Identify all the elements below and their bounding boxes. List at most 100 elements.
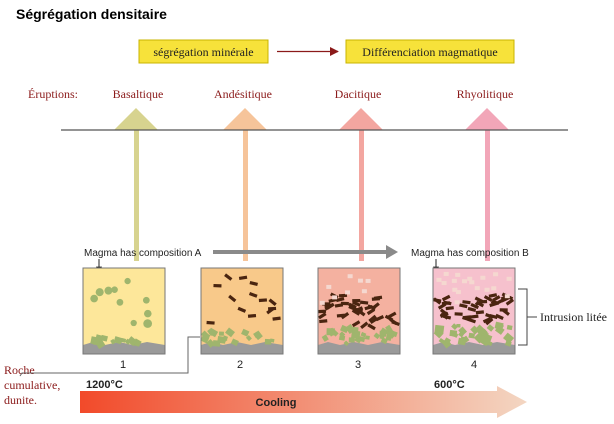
feldspar-crystal xyxy=(474,286,480,291)
olivine-crystal xyxy=(144,309,152,318)
olivine-crystal xyxy=(116,298,124,306)
olivine-crystal xyxy=(208,328,219,338)
conduit-dacitic xyxy=(359,130,364,261)
feldspar-crystal xyxy=(484,287,490,292)
chamber-number-4: 4 xyxy=(471,359,477,371)
olivine-crystal xyxy=(457,337,467,346)
olivine-crystal xyxy=(348,337,355,343)
dark-crystal xyxy=(334,303,344,308)
dark-crystal xyxy=(352,300,361,307)
dark-crystal xyxy=(317,309,327,314)
olivine-crystal xyxy=(264,338,272,345)
temperature-end: 600°C xyxy=(434,379,465,391)
olivine-crystal xyxy=(241,328,250,337)
dark-crystal xyxy=(206,320,215,325)
olivine-crystal xyxy=(90,294,99,303)
dark-crystal xyxy=(485,317,494,326)
olivine-crystal xyxy=(358,336,366,343)
temperature-start: 1200°C xyxy=(86,379,123,391)
dark-crystal xyxy=(354,308,363,312)
olivine-crystal xyxy=(385,335,392,341)
volcano-andesitic xyxy=(223,108,267,130)
feldspar-crystal xyxy=(504,294,510,299)
olivine-crystal xyxy=(212,340,221,347)
page-title: Ségrégation densitaire xyxy=(16,6,167,22)
chamber-number-2: 2 xyxy=(237,359,243,371)
dark-crystal xyxy=(369,316,379,324)
olivine-crystal xyxy=(360,331,367,338)
dark-crystal xyxy=(213,283,222,288)
dark-crystal xyxy=(433,297,442,305)
olivine-crystal xyxy=(93,339,100,346)
feldspar-crystal xyxy=(319,300,325,305)
dark-crystal xyxy=(319,319,328,324)
feldspar-crystal xyxy=(357,278,363,283)
olivine-crystal xyxy=(343,340,350,347)
feldspar-crystal xyxy=(467,276,473,281)
olivine-crystal xyxy=(113,336,123,345)
cumulate-label-line1: Roche xyxy=(4,363,35,377)
eruptions-label: Éruptions: xyxy=(28,87,78,101)
dark-crystal xyxy=(237,306,247,313)
eruption-type-rhyolitic: Rhyolitique xyxy=(457,87,514,101)
composition-a-label: Magma has composition A xyxy=(84,248,202,259)
dark-crystal xyxy=(443,300,452,306)
feldspar-crystal xyxy=(480,275,486,280)
magma-chamber-2 xyxy=(200,267,284,355)
olivine-crystal xyxy=(503,332,515,344)
dark-crystal xyxy=(485,313,494,319)
dark-crystal xyxy=(445,306,454,311)
dark-crystal xyxy=(462,300,471,305)
dark-crystal xyxy=(351,320,361,328)
olivine-crystal xyxy=(504,340,512,347)
volcano-dacitic xyxy=(339,108,383,130)
intrusion-bracket xyxy=(518,288,528,346)
dark-crystal xyxy=(367,323,376,331)
magma-chamber-4 xyxy=(432,267,516,355)
dark-crystal xyxy=(467,317,477,324)
feldspar-crystal xyxy=(462,279,468,284)
dark-crystal xyxy=(482,317,492,324)
feldspar-crystal xyxy=(436,277,442,282)
olivine-crystal xyxy=(339,331,346,338)
feldspar-crystal xyxy=(443,271,449,276)
dark-crystal xyxy=(351,308,361,316)
olivine-crystal xyxy=(379,330,387,337)
dark-crystal xyxy=(489,301,498,308)
dark-crystal xyxy=(272,316,281,321)
olivine-crystal xyxy=(130,319,137,327)
olivine-crystal xyxy=(506,324,513,331)
conduit-andesitic xyxy=(243,130,248,261)
feldspar-crystal xyxy=(365,278,371,283)
dark-crystal xyxy=(340,311,350,320)
dark-crystal xyxy=(441,294,451,302)
cooling-arrow xyxy=(80,386,527,418)
dark-crystal xyxy=(501,308,510,316)
feldspar-crystal xyxy=(506,276,512,281)
dark-crystal xyxy=(238,275,248,280)
dark-crystal xyxy=(228,294,237,303)
olivine-crystal xyxy=(452,332,458,338)
olivine-crystal xyxy=(373,332,381,340)
dark-crystal xyxy=(373,295,383,300)
feldspar-crystal xyxy=(455,272,461,277)
olivine-crystal xyxy=(351,326,359,333)
olivine-crystal xyxy=(225,327,235,338)
dark-crystal xyxy=(467,306,477,312)
feldspar-crystal xyxy=(455,290,461,295)
dark-crystal xyxy=(475,310,485,315)
dark-crystal xyxy=(491,295,501,302)
olivine-crystal xyxy=(496,322,504,331)
dark-crystal xyxy=(266,307,275,315)
dark-crystal xyxy=(440,312,449,320)
olivine-crystal xyxy=(444,337,451,344)
dark-crystal xyxy=(326,302,335,310)
dark-crystal xyxy=(247,313,257,318)
cooling-label: Cooling xyxy=(256,397,297,409)
olivine-crystal xyxy=(110,338,116,345)
chamber-outline xyxy=(432,267,516,355)
olivine-crystal xyxy=(202,332,211,341)
olivine-crystal xyxy=(364,335,370,340)
feldspar-crystal xyxy=(361,289,367,294)
